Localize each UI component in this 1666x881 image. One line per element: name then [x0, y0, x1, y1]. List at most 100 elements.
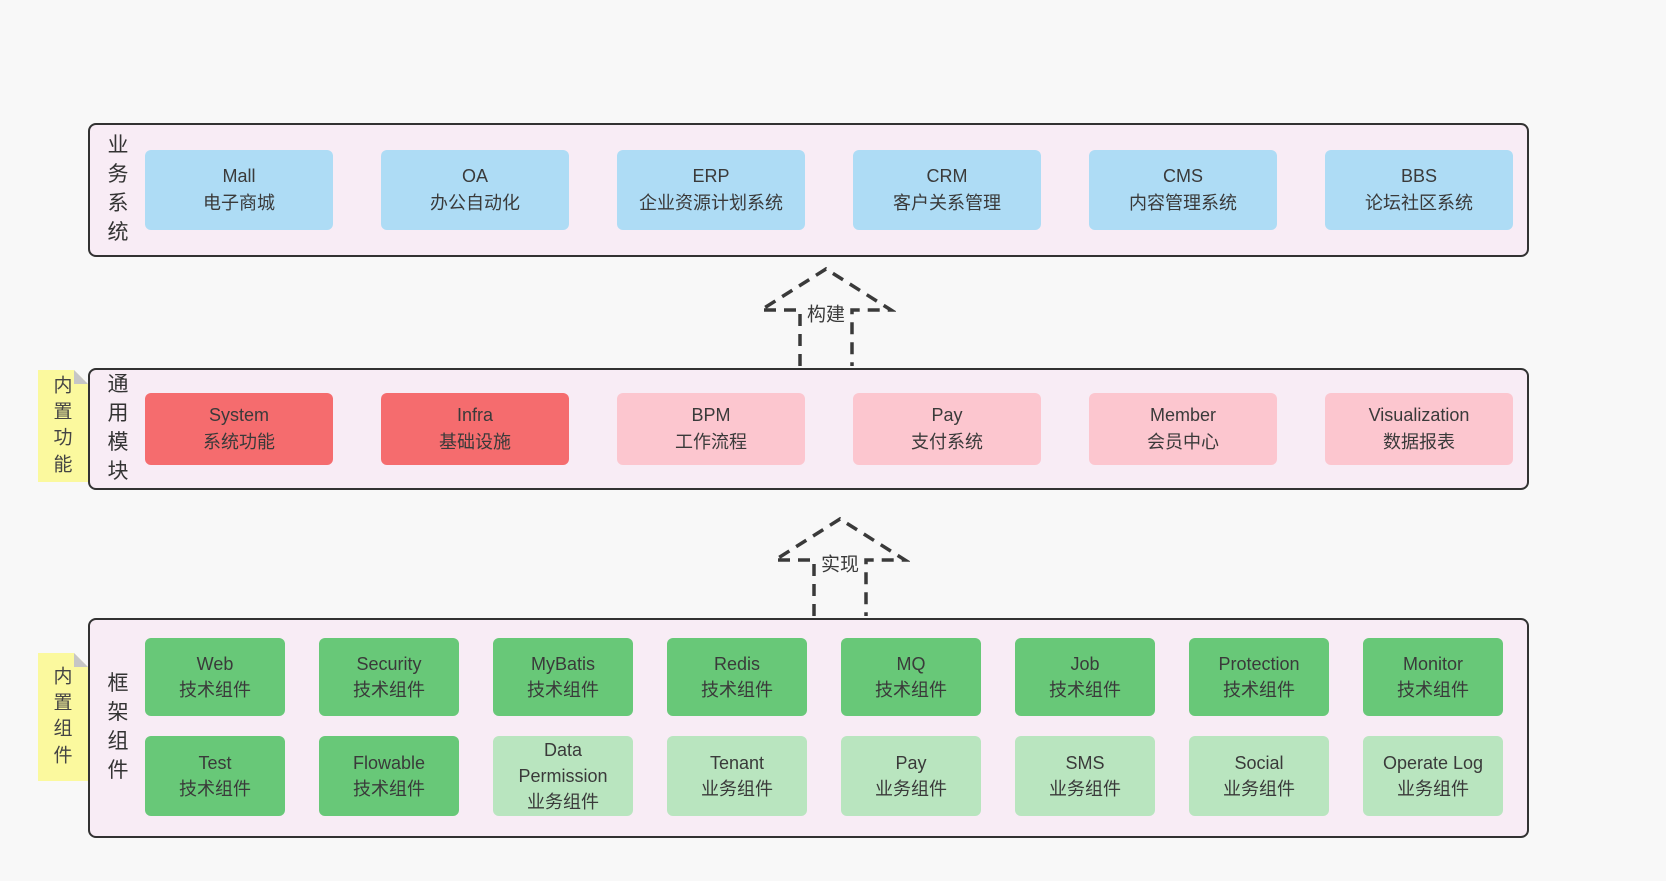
box-title: Job [1070, 653, 1100, 674]
box-subtitle: 系统功能 [203, 432, 275, 452]
sticky-label: 内置组件 [53, 666, 73, 767]
box-subtitle: 基础设施 [439, 432, 511, 452]
build-arrow-label: 构建 [803, 298, 849, 328]
box-title: Redis [713, 653, 761, 674]
box-title: CRM [926, 166, 968, 186]
box-title: OA [461, 166, 488, 186]
box-mall: Mall 电子商城 [145, 150, 333, 230]
components-band-label: 框架组件 [107, 672, 129, 782]
box-title: MyBatis [530, 653, 595, 674]
box-title: Data Permission [518, 739, 608, 786]
box-title: Security [356, 653, 422, 674]
box-data-permission: Data Permission 业务组件 [493, 736, 633, 816]
box-subtitle: 工作流程 [675, 432, 747, 452]
sticky-label: 内置功能 [53, 375, 73, 476]
box-sms: SMS 业务组件 [1015, 736, 1155, 816]
box-title: MQ [896, 653, 926, 674]
box-social: Social 业务组件 [1189, 736, 1329, 816]
box-subtitle: 技术组件 [179, 680, 251, 700]
box-mq: MQ 技术组件 [841, 638, 981, 716]
sticky-fold-corner [74, 653, 88, 667]
box-test: Test 技术组件 [145, 736, 285, 816]
business-box-row: Mall 电子商城 OA 办公自动化 ERP 企业资源计划系统 CRM 客户关系… [145, 150, 1513, 230]
box-crm: CRM 客户关系管理 [853, 150, 1041, 230]
box-title: Monitor [1402, 653, 1464, 674]
box-subtitle: 技术组件 [353, 779, 425, 799]
box-subtitle: 电子商城 [203, 193, 275, 213]
box-subtitle: 内容管理系统 [1129, 193, 1237, 213]
box-redis: Redis 技术组件 [667, 638, 807, 716]
box-title: BPM [691, 405, 731, 425]
box-subtitle: 论坛社区系统 [1365, 193, 1473, 213]
box-title: ERP [692, 166, 730, 186]
box-subtitle: 业务组件 [701, 779, 773, 799]
box-subtitle: 技术组件 [179, 779, 251, 799]
box-title: BBS [1400, 166, 1438, 186]
box-title: Web [196, 653, 234, 674]
box-subtitle: 客户关系管理 [893, 193, 1001, 213]
box-tenant: Tenant 业务组件 [667, 736, 807, 816]
box-system: System 系统功能 [145, 393, 333, 465]
box-oa: OA 办公自动化 [381, 150, 569, 230]
box-title: Social [1234, 752, 1284, 773]
box-pay-system: Pay 支付系统 [853, 393, 1041, 465]
box-mybatis: MyBatis 技术组件 [493, 638, 633, 716]
box-visualization: Visualization 数据报表 [1325, 393, 1513, 465]
components-box-row-2: Test 技术组件 Flowable 技术组件 Data Permission … [145, 736, 1503, 816]
implement-arrow-icon: 实现 [770, 514, 910, 618]
box-title: Infra [456, 405, 494, 425]
box-title: System [208, 405, 269, 425]
box-subtitle: 支付系统 [911, 432, 983, 452]
box-title: Protection [1218, 653, 1300, 674]
box-subtitle: 会员中心 [1147, 432, 1219, 452]
modules-box-row: System 系统功能 Infra 基础设施 BPM 工作流程 Pay 支付系统… [145, 393, 1513, 465]
box-flowable: Flowable 技术组件 [319, 736, 459, 816]
box-subtitle: 数据报表 [1383, 432, 1455, 452]
box-infra: Infra 基础设施 [381, 393, 569, 465]
build-arrow-icon: 构建 [756, 264, 896, 368]
business-systems-band: 业务系统 Mall 电子商城 OA 办公自动化 ERP 企业资源计划系统 CRM… [88, 123, 1529, 257]
box-title: Tenant [709, 752, 765, 773]
common-modules-band: 通用模块 System 系统功能 Infra 基础设施 BPM 工作流程 Pay… [88, 368, 1529, 490]
framework-components-band: 框架组件 Web 技术组件 Security 技术组件 MyBatis 技术组件… [88, 618, 1529, 838]
box-subtitle: 技术组件 [527, 680, 599, 700]
box-title: SMS [1065, 752, 1105, 773]
modules-band-label: 通用模块 [107, 373, 129, 483]
sticky-fold-corner [74, 370, 88, 384]
box-subtitle: 办公自动化 [430, 193, 520, 213]
box-subtitle: 业务组件 [875, 779, 947, 799]
box-title: Member [1149, 405, 1216, 425]
components-box-row-1: Web 技术组件 Security 技术组件 MyBatis 技术组件 Redi… [145, 638, 1503, 716]
builtin-features-sticky-note: 内置功能 [38, 370, 88, 482]
box-member: Member 会员中心 [1089, 393, 1277, 465]
box-bbs: BBS 论坛社区系统 [1325, 150, 1513, 230]
box-subtitle: 业务组件 [1049, 779, 1121, 799]
box-title: Operate Log [1382, 752, 1484, 773]
up-arrow-icon [756, 266, 896, 366]
box-subtitle: 技术组件 [353, 680, 425, 700]
box-web: Web 技术组件 [145, 638, 285, 716]
builtin-components-sticky-note: 内置组件 [38, 653, 88, 781]
box-cms: CMS 内容管理系统 [1089, 150, 1277, 230]
box-title: Flowable [352, 752, 426, 773]
box-subtitle: 技术组件 [701, 680, 773, 700]
box-monitor: Monitor 技术组件 [1363, 638, 1503, 716]
box-security: Security 技术组件 [319, 638, 459, 716]
box-erp: ERP 企业资源计划系统 [617, 150, 805, 230]
box-operate-log: Operate Log 业务组件 [1363, 736, 1503, 816]
box-pay-component: Pay 业务组件 [841, 736, 981, 816]
box-title: Test [198, 752, 232, 773]
box-subtitle: 企业资源计划系统 [639, 193, 783, 213]
business-band-label: 业务系统 [107, 134, 129, 244]
box-title: Mall [222, 166, 256, 186]
box-subtitle: 技术组件 [1049, 680, 1121, 700]
box-protection: Protection 技术组件 [1189, 638, 1329, 716]
up-arrow-icon [770, 516, 910, 616]
box-subtitle: 技术组件 [875, 680, 947, 700]
box-subtitle: 业务组件 [527, 792, 599, 813]
box-title: Pay [931, 405, 963, 425]
box-subtitle: 业务组件 [1223, 779, 1295, 799]
box-subtitle: 技术组件 [1223, 680, 1295, 700]
box-title: CMS [1163, 166, 1203, 186]
box-title: Visualization [1368, 405, 1470, 425]
